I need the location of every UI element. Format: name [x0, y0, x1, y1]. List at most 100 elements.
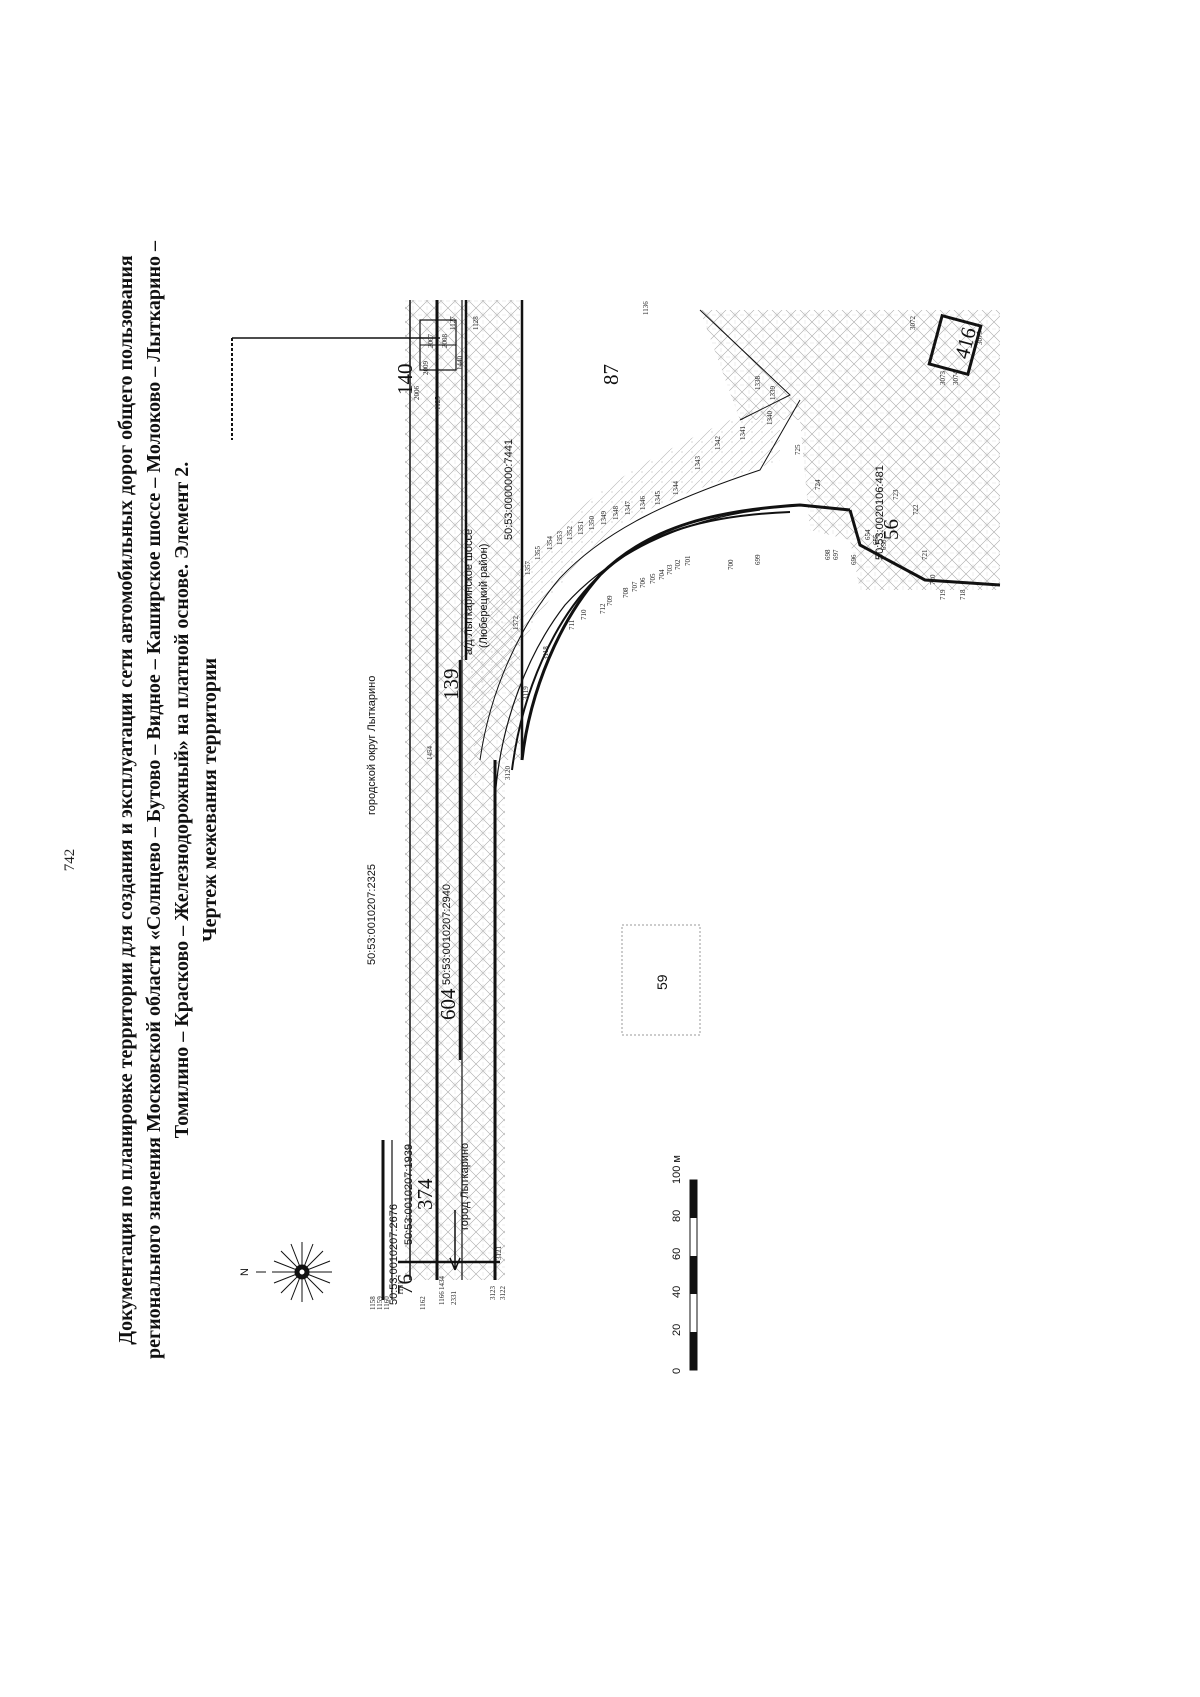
parcel-label-374: 374 [413, 1178, 437, 1210]
point-696: 696 [850, 554, 858, 565]
road-boundaries [231, 300, 1001, 1300]
city-label: город Лыткарино [459, 1143, 471, 1230]
scale-tick-label: 20 [671, 1324, 683, 1336]
direction-arrow [449, 1210, 461, 1271]
parcel-label-139: 139 [439, 669, 463, 701]
curve-outer [511, 511, 791, 771]
title-line-2: регионального значения Московской област… [143, 240, 165, 1359]
point-1353: 1353 [556, 531, 564, 546]
road-labels: город Лыткарино городской округ Лыткарин… [366, 529, 490, 1230]
point-3074: 3074 [952, 371, 960, 386]
block-zone-right [700, 310, 1000, 590]
scale-bar-seg-1 [690, 1332, 697, 1370]
scale-bar-seg-3 [690, 1256, 697, 1294]
point-1342: 1342 [714, 436, 722, 451]
point-1160: 1160 [383, 1296, 391, 1310]
point-1344: 1344 [672, 481, 680, 496]
point-1159: 1159 [376, 1296, 384, 1310]
point-1351: 1351 [577, 521, 585, 536]
point-1440: 1440 [456, 356, 464, 371]
title-line-3: Томилино – Красково – Железнодорожный» н… [171, 462, 193, 1138]
page-number: 742 [62, 849, 78, 872]
point-1136: 1136 [642, 301, 650, 315]
point-1347: 1347 [624, 501, 632, 516]
point-1454: 1454 [426, 746, 434, 761]
point-710: 710 [580, 609, 588, 620]
scale-tick-label: 80 [671, 1210, 683, 1222]
cadastral-2676: 50:53:0010207:2676 [388, 1204, 400, 1305]
point-719: 719 [939, 589, 947, 600]
point-655: 655 [872, 534, 880, 545]
point-1352: 1352 [566, 526, 574, 541]
point-720: 720 [929, 574, 937, 585]
point-706: 706 [639, 577, 647, 588]
title-line-1: Документация по планировке территории дл… [115, 255, 137, 1345]
point-1355: 1355 [534, 546, 542, 561]
point-3075: 3075 [976, 331, 984, 346]
point-708: 708 [622, 587, 630, 598]
point-700: 700 [727, 559, 735, 570]
point-3072: 3072 [909, 316, 917, 331]
compass-rose: N [239, 1242, 332, 1302]
scale-tick-label: 0 [671, 1368, 683, 1374]
scale-tick-label: 60 [671, 1248, 683, 1260]
point-656: 656 [880, 539, 888, 550]
point-712: 712 [599, 603, 607, 614]
point-1346: 1346 [639, 496, 647, 511]
point-701: 701 [684, 555, 692, 566]
curve-inner [494, 509, 761, 801]
parcel-label-87: 87 [599, 364, 623, 385]
point-1340: 1340 [766, 411, 774, 426]
point-1343: 1343 [694, 456, 702, 471]
point-703: 703 [666, 564, 674, 575]
highway-label-line2: (Люберецкий район) [478, 544, 490, 648]
title-line-4: Чертеж межевания территории [199, 658, 221, 942]
point-707: 707 [631, 581, 639, 592]
point-718: 718 [959, 589, 967, 600]
boundary-56 [848, 509, 1001, 587]
compass-north-label: N [239, 1268, 251, 1276]
scale-tick-label: 40 [671, 1286, 683, 1298]
point-1127: 1127 [449, 316, 457, 330]
road-zone-curve [470, 400, 780, 780]
parcel-label-604: 604 [436, 988, 460, 1020]
highway-label-line1: а/д Лыткаринское шоссе [463, 529, 475, 655]
cadastral-1939: 50:53:0010207:1939 [403, 1144, 415, 1245]
point-2006: 2006 [413, 386, 421, 401]
point-1161: 1161 [397, 1281, 405, 1295]
point-3122: 3122 [499, 1286, 507, 1301]
cadastral-2325: 50:53:0010207:2325 [366, 864, 378, 965]
point-1341: 1341 [739, 426, 747, 441]
curve-zone-edge [479, 399, 801, 761]
point-1162: 1162 [419, 1296, 427, 1310]
compass-star-icon [272, 1242, 332, 1302]
point-3073: 3073 [939, 371, 947, 386]
cadastral-7441: 50:53:0000000:7441 [503, 439, 515, 540]
district-label: городской округ Лыткарино [366, 676, 378, 815]
point-722: 722 [912, 504, 920, 515]
point-724: 724 [814, 479, 822, 490]
point-1354: 1354 [546, 536, 554, 551]
point-725: 725 [794, 444, 802, 455]
point-704: 704 [658, 569, 666, 580]
point-702: 702 [674, 559, 682, 570]
point-1372: 1372 [512, 616, 520, 631]
parcel-416-box [927, 313, 983, 377]
point-numbers: 3121 3122 3123 1434 1166 2331 1158 1159 … [369, 301, 984, 1310]
cadastral-numbers: 50:53:0010207:2676 50:53:0010207:1939 50… [366, 439, 886, 1305]
cadastral-481: 50:53:0020106:481 [874, 465, 886, 560]
point-1125: 1125 [434, 396, 442, 410]
boundary-87-edge [699, 309, 791, 421]
point-3118: 3118 [542, 646, 550, 660]
point-1166: 1166 [438, 1291, 446, 1305]
point-1349: 1349 [600, 511, 608, 526]
point-705: 705 [649, 573, 657, 584]
point-721: 721 [921, 549, 929, 560]
point-1348: 1348 [612, 506, 620, 521]
point-699: 699 [754, 554, 762, 565]
cadastral-2940: 50:53:0010207:2940 [441, 884, 453, 985]
parcel-label-59: 59 [654, 974, 670, 990]
